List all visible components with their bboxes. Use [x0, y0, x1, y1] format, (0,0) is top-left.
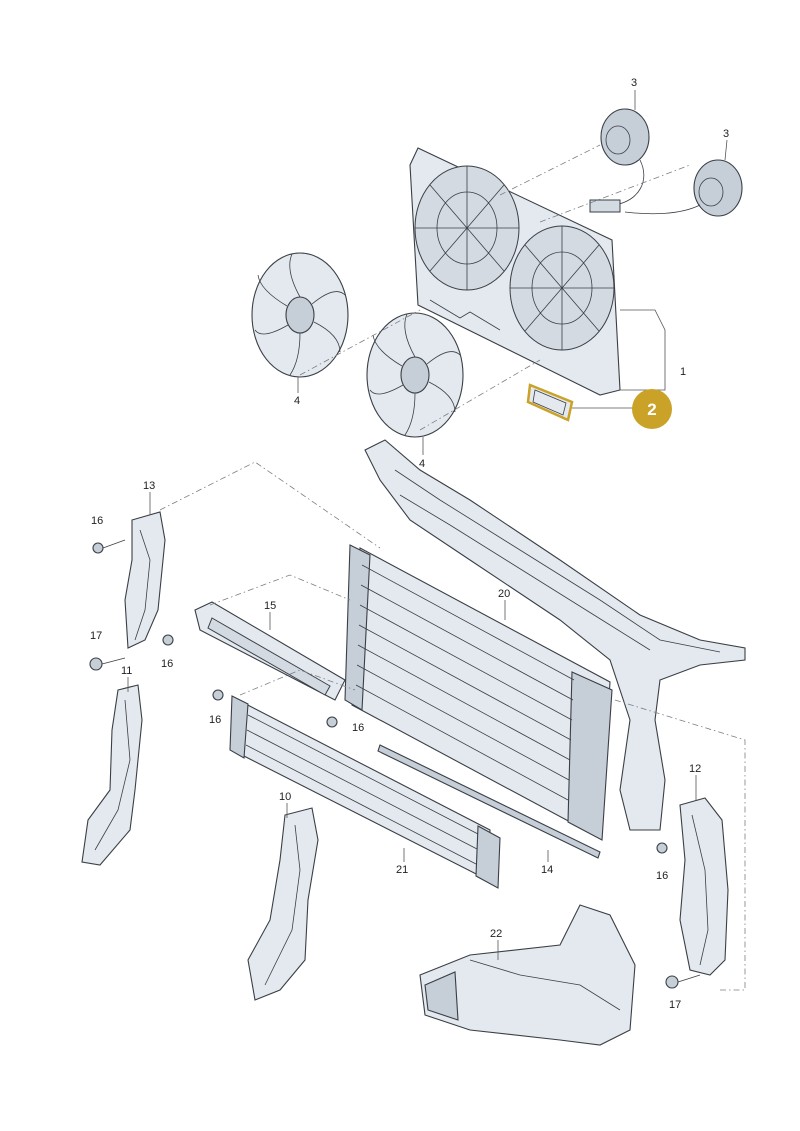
seal-plate[interactable] [526, 383, 574, 422]
callout-4-right: 4 [419, 458, 425, 470]
fan-motor-upper[interactable] [589, 108, 650, 213]
screw-17-b[interactable] [665, 974, 701, 989]
air-duct[interactable] [419, 904, 636, 1046]
screw-16-d[interactable] [326, 716, 338, 728]
air-guide-11[interactable] [81, 684, 143, 866]
leader-lines [127, 90, 728, 960]
callout-16-e: 16 [656, 870, 668, 882]
callout-15: 15 [264, 600, 276, 612]
callout-4-left: 4 [294, 395, 300, 407]
callout-16-c: 16 [209, 714, 221, 726]
callout-17-a: 17 [90, 630, 102, 642]
callout-10: 10 [279, 791, 291, 803]
fan-motor-lower[interactable] [624, 159, 743, 217]
callout-3-upper: 3 [631, 77, 637, 89]
callout-2: 2 [647, 400, 656, 419]
callout-3-lower: 3 [723, 128, 729, 140]
screw-16-c[interactable] [212, 689, 224, 701]
callout-16-d: 16 [352, 722, 364, 734]
callout-1: 1 [680, 366, 686, 378]
callout-22: 22 [490, 928, 502, 940]
callout-21: 21 [396, 864, 408, 876]
fan-blade-right[interactable] [366, 312, 464, 438]
screw-17-a[interactable] [89, 657, 126, 671]
fan-blade-left[interactable] [251, 252, 349, 378]
callout-11: 11 [121, 665, 132, 677]
air-guide-13[interactable] [124, 511, 166, 649]
callout-14: 14 [541, 864, 553, 876]
callout-20: 20 [498, 588, 510, 600]
callout-13: 13 [143, 480, 155, 492]
callout-17-b: 17 [669, 999, 681, 1011]
auxiliary-radiator[interactable] [229, 695, 501, 889]
screw-16-b[interactable] [162, 634, 174, 646]
fan-shroud[interactable] [409, 147, 621, 396]
screw-16-e[interactable] [656, 842, 668, 854]
highlight-badge-2[interactable]: 2 [632, 389, 672, 429]
air-guide-upper[interactable] [194, 601, 346, 701]
callout-16-a: 16 [91, 515, 103, 527]
screw-16-a[interactable] [92, 539, 126, 554]
seal-strip[interactable] [377, 744, 601, 859]
air-guide-12[interactable] [679, 797, 729, 976]
callout-16-b: 16 [161, 658, 173, 670]
radiator[interactable] [344, 544, 613, 841]
lock-carrier[interactable] [364, 439, 746, 831]
assembly-lines [159, 144, 746, 991]
callout-labels: 1 3 3 4 4 13 16 15 20 17 16 11 16 16 12 … [90, 77, 729, 1011]
air-guide-10[interactable] [247, 807, 319, 1001]
callout-12: 12 [689, 763, 701, 775]
